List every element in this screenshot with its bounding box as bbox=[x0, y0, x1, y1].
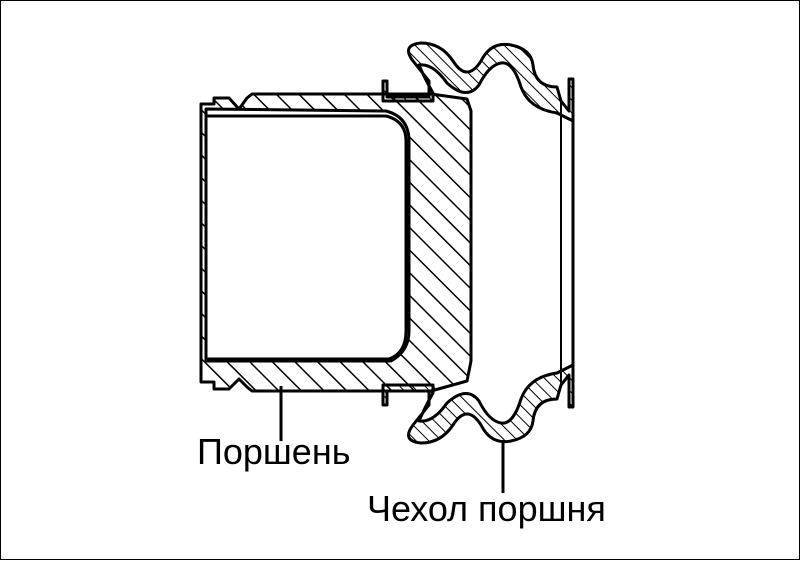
piston-cavity bbox=[204, 114, 408, 361]
boot-bottom bbox=[381, 363, 575, 445]
piston-section bbox=[199, 92, 473, 393]
piston-boot-label: Чехол поршня bbox=[367, 488, 606, 529]
piston-label: Поршень bbox=[197, 431, 351, 472]
boot-top bbox=[381, 41, 575, 123]
